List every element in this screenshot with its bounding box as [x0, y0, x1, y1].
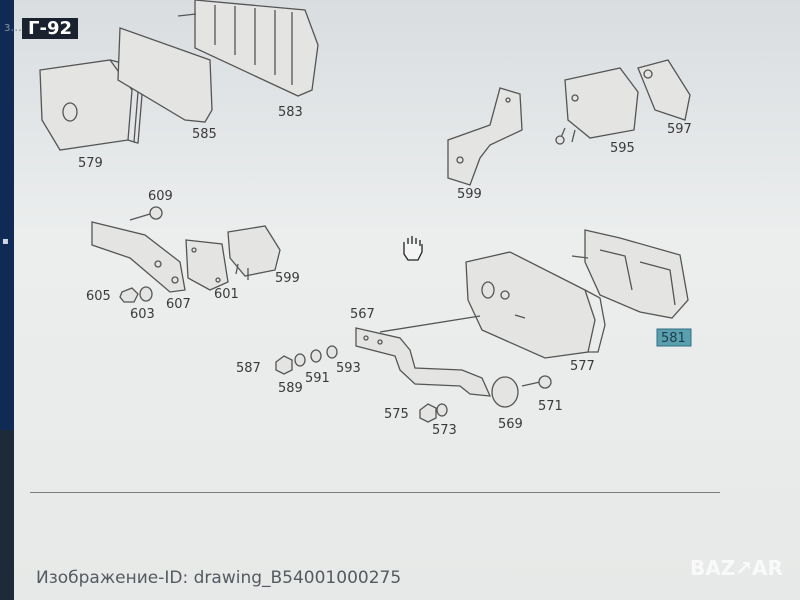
label-569[interactable]: 569: [498, 417, 523, 432]
part-577-rear-lamp[interactable]: [465, 251, 606, 359]
label-609[interactable]: 609: [148, 189, 173, 204]
listing-tag: Г-92: [22, 18, 78, 39]
label-599-small[interactable]: 599: [275, 271, 300, 286]
part-605-nut[interactable]: [119, 287, 139, 303]
label-567[interactable]: 567: [350, 307, 375, 322]
part-575-nut[interactable]: [419, 403, 437, 423]
bazar-watermark: BAZ↗AR: [690, 556, 783, 580]
part-581-reflector-frame[interactable]: [571, 229, 689, 319]
part-571-bolt[interactable]: [521, 375, 552, 389]
label-571[interactable]: 571: [538, 399, 563, 414]
part-595-work-lamp[interactable]: [555, 67, 639, 145]
label-593[interactable]: 593: [336, 361, 361, 376]
part-573-washer[interactable]: [436, 403, 448, 417]
highlight-box-581: [656, 328, 692, 347]
footer-divider: [30, 492, 720, 493]
hand-cursor-icon: [403, 236, 423, 261]
image-id-caption: Изображение-ID: drawing_B54001000275: [36, 568, 402, 588]
label-581[interactable]: 581: [661, 331, 686, 346]
part-593-washer[interactable]: [326, 345, 338, 359]
part-601-gasket[interactable]: [185, 239, 229, 291]
label-573[interactable]: 573: [432, 423, 457, 438]
label-595[interactable]: 595: [610, 141, 635, 156]
part-599-mount-bracket[interactable]: [447, 87, 523, 186]
label-605[interactable]: 605: [86, 289, 111, 304]
label-585[interactable]: 585: [192, 127, 217, 142]
part-607-bracket[interactable]: [91, 221, 186, 293]
label-603[interactable]: 603: [130, 307, 155, 322]
label-579[interactable]: 579: [78, 156, 103, 171]
label-583[interactable]: 583: [278, 105, 303, 120]
label-601[interactable]: 601: [214, 287, 239, 302]
label-587[interactable]: 587: [236, 361, 261, 376]
part-609-screw[interactable]: [129, 206, 163, 221]
label-599-bracket[interactable]: 599: [457, 187, 482, 202]
label-597[interactable]: 597: [667, 122, 692, 137]
part-599-small-lamp[interactable]: [227, 225, 281, 280]
part-583-reflector-frame[interactable]: [177, 0, 319, 97]
label-589[interactable]: 589: [278, 381, 303, 396]
part-591-washer[interactable]: [310, 349, 322, 363]
part-569-grommet[interactable]: [491, 376, 519, 408]
label-591[interactable]: 591: [305, 371, 330, 386]
tab-ellipsis: з...: [4, 20, 22, 34]
part-585-lens[interactable]: [117, 27, 213, 123]
part-567-bracket[interactable]: [355, 315, 492, 397]
part-589-washer[interactable]: [294, 353, 306, 367]
part-603-washer[interactable]: [139, 286, 153, 302]
label-575[interactable]: 575: [384, 407, 409, 422]
label-607[interactable]: 607: [166, 297, 191, 312]
strip-marker: ▪: [2, 236, 9, 247]
part-597-lens-frame[interactable]: [637, 59, 691, 121]
label-577[interactable]: 577: [570, 359, 595, 374]
part-587-nut[interactable]: [275, 355, 293, 375]
